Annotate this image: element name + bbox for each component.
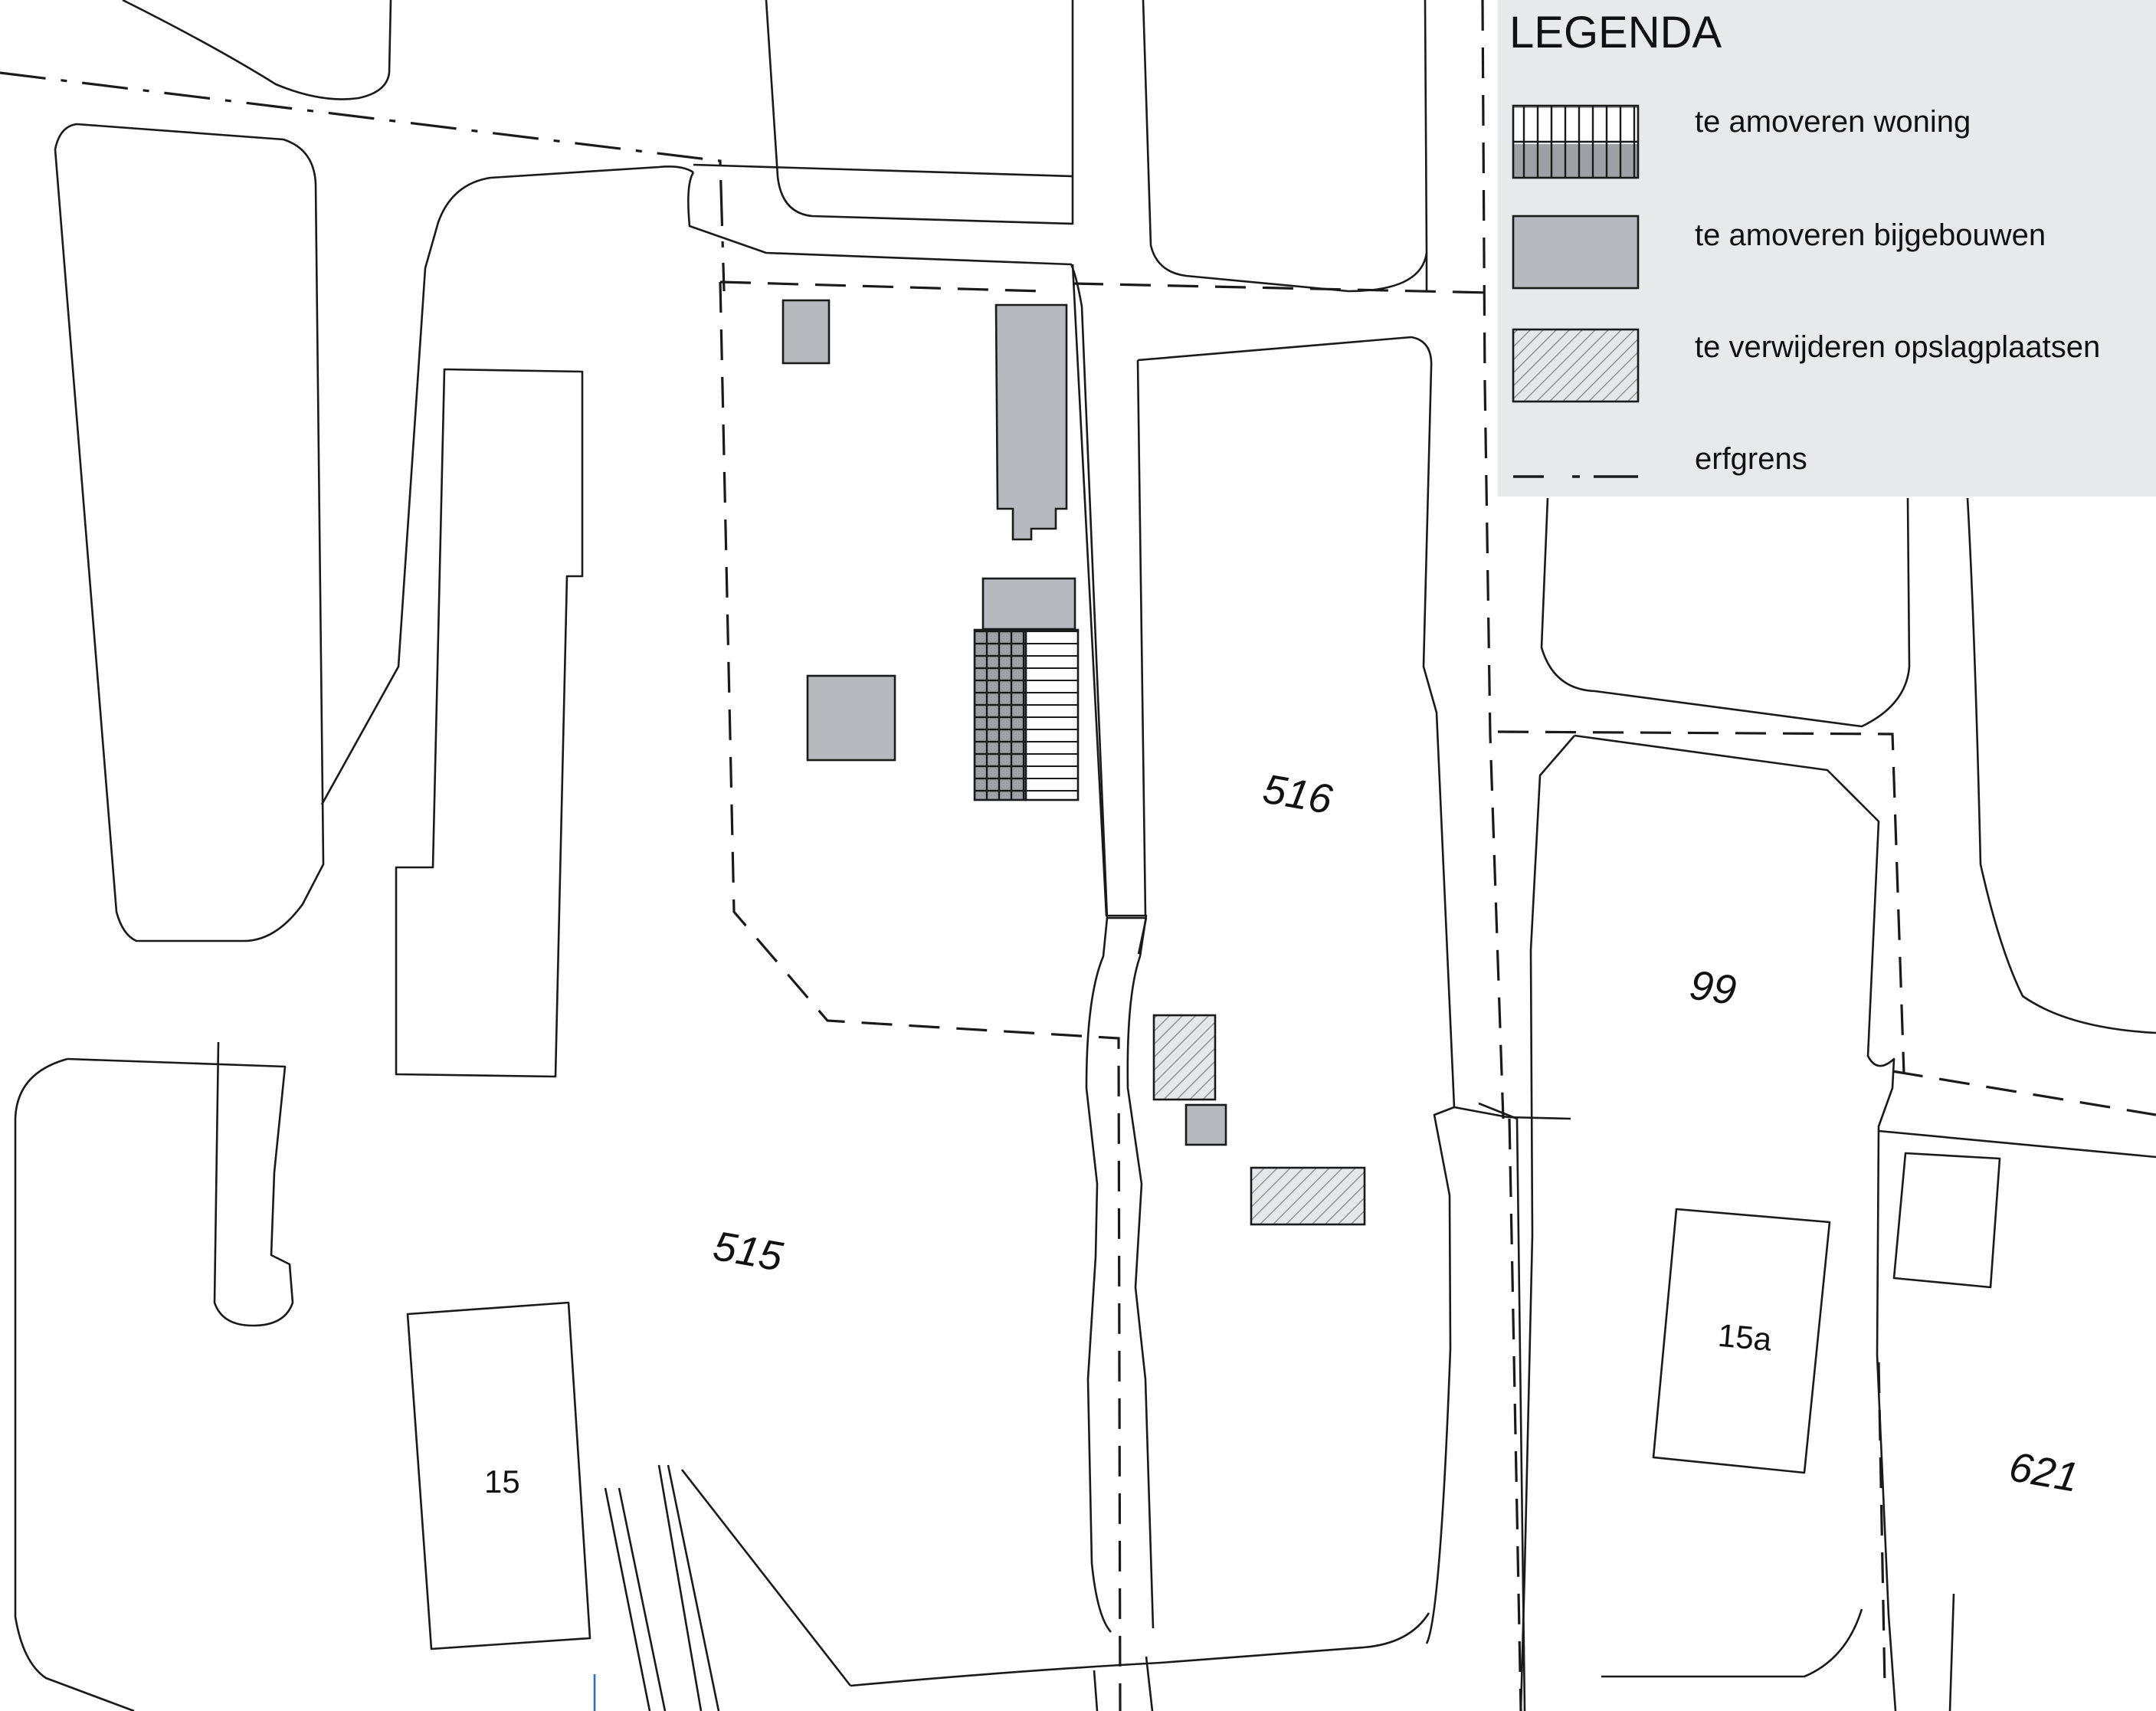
house-dark-part: [973, 628, 1027, 801]
legend-label-house: te amoveren woning: [1695, 105, 1971, 139]
house-to-demolish: [973, 628, 1080, 801]
house-number-15: 15: [484, 1464, 520, 1500]
legend-item-outbuildings: te amoveren bijgebouwen: [1512, 215, 2046, 290]
legend-symbol-storage: [1512, 328, 1640, 403]
house-light-part: [1024, 628, 1080, 801]
parcel-number-99: 99: [1687, 962, 1739, 1014]
outbuilding-west-square: [806, 674, 896, 762]
outbuilding-long-barn: [994, 303, 1068, 541]
storage-areas-to-remove: [1152, 1014, 1366, 1226]
legend-symbol-outbuildings: [1512, 215, 1640, 290]
outbuilding-small-north: [781, 299, 831, 365]
legend-label-storage: te verwijderen opslagplaatsen: [1695, 330, 2100, 364]
legend: LEGENDA te amoveren woning te amoveren b…: [1498, 0, 2156, 497]
outbuilding-north-of-house: [981, 577, 1076, 631]
legend-title: LEGENDA: [1509, 8, 1722, 57]
parcel-number-516: 516: [1260, 765, 1336, 823]
legend-label-outbuildings: te amoveren bijgebouwen: [1695, 218, 2046, 252]
legend-label-property-line: erfgrens: [1695, 442, 1807, 476]
legend-item-storage: te verwijderen opslagplaatsen: [1512, 328, 2100, 403]
map-outlines: [14, 0, 2156, 1711]
storage-area-north: [1152, 1014, 1217, 1101]
outbuildings-to-demolish: [781, 299, 1227, 1146]
house-number-15a: 15a: [1716, 1317, 1774, 1358]
parcel-number-621: 621: [2006, 1444, 2082, 1501]
outbuilding-small-south: [1184, 1103, 1227, 1146]
parcel-number-515: 515: [710, 1223, 787, 1280]
legend-item-house: te amoveren woning: [1512, 104, 1971, 179]
parcel-labels: 515 516 99 621 15 15a: [484, 765, 2082, 1501]
storage-area-east: [1250, 1166, 1366, 1226]
legend-item-property-line: erfgrens: [1513, 442, 1807, 478]
